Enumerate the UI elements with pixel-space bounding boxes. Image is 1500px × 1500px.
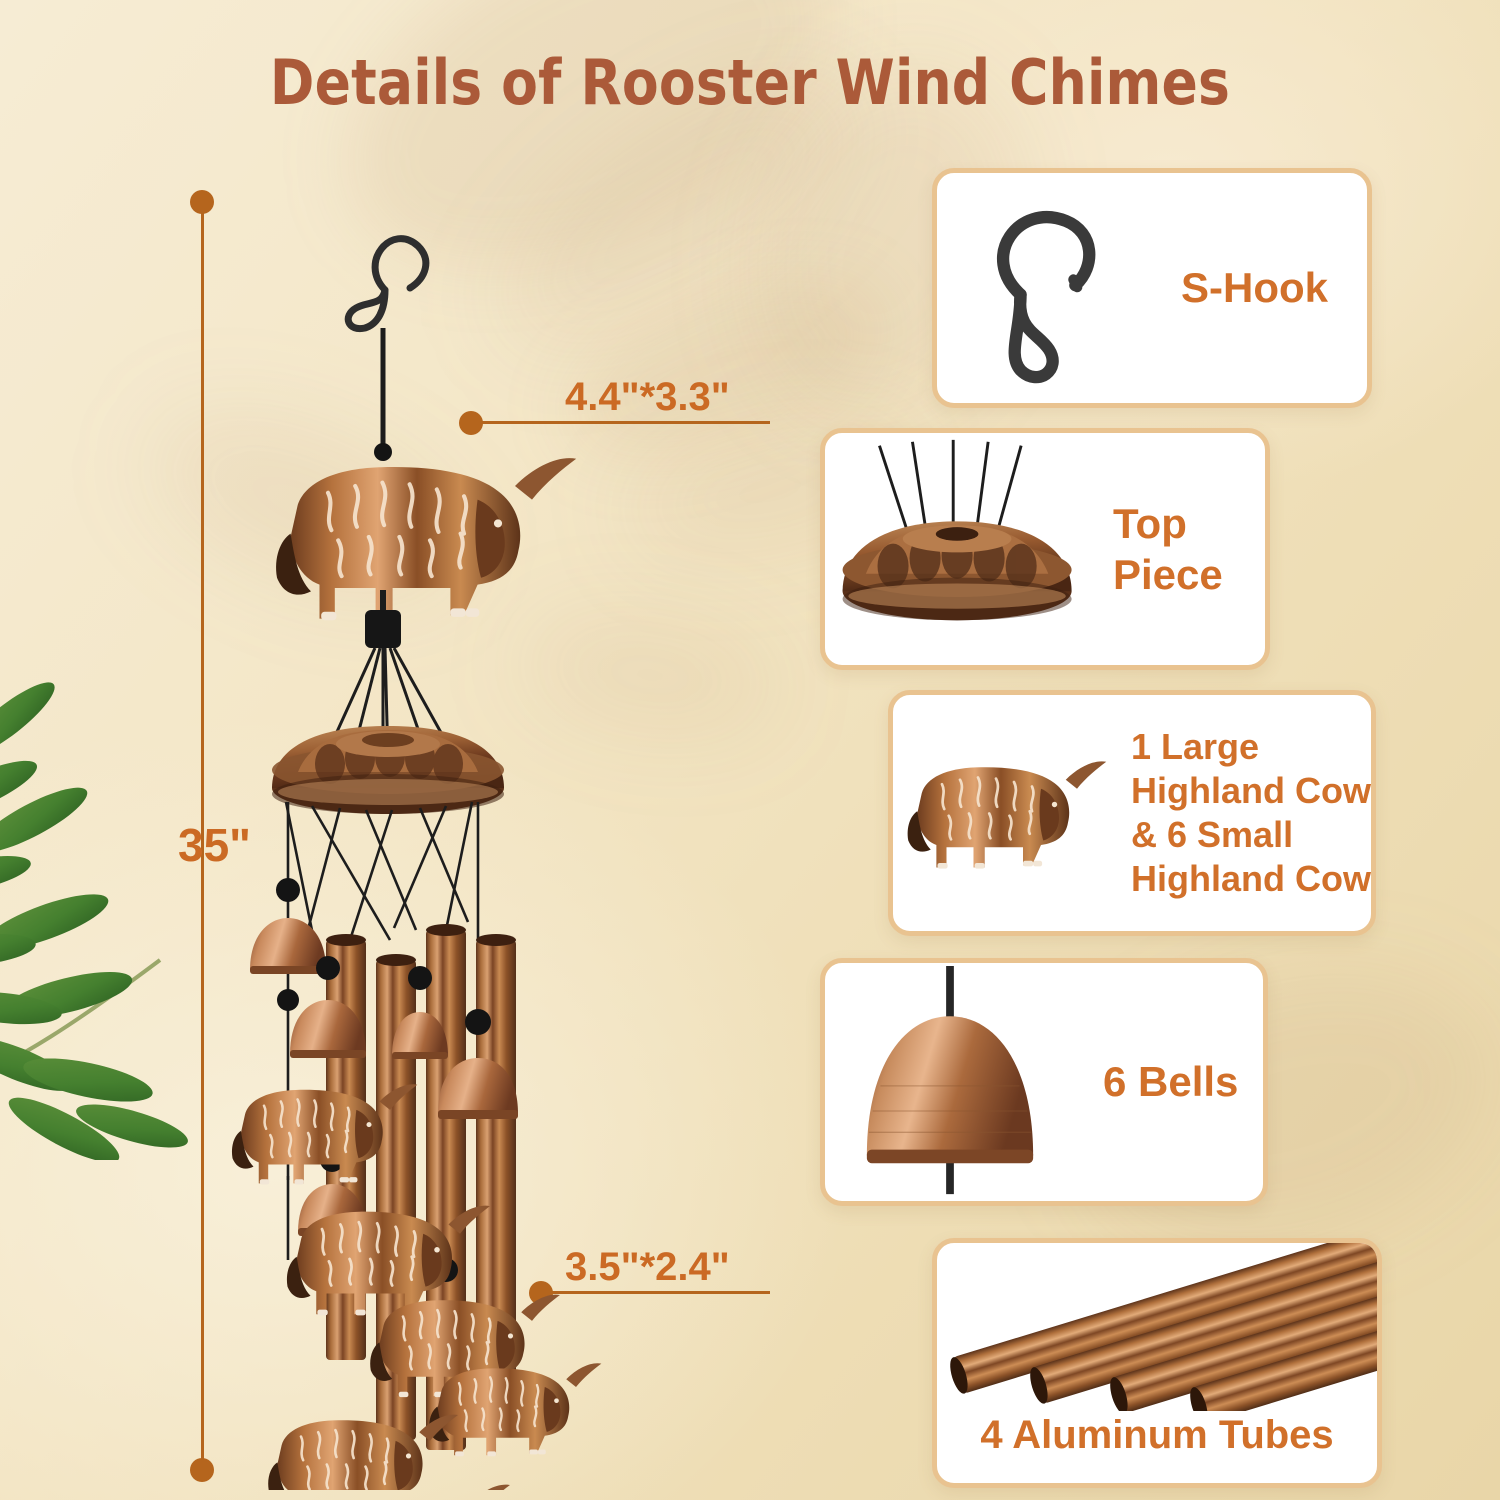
aluminum-tubes-photo bbox=[937, 1243, 1377, 1411]
product-hanger-block bbox=[365, 610, 401, 648]
callout-card-s-hook[interactable]: S-Hook bbox=[932, 168, 1372, 408]
dimension-dot-top bbox=[190, 190, 214, 214]
small-cow-4 bbox=[428, 1362, 603, 1458]
dimension-line-small-cow bbox=[540, 1291, 770, 1294]
callout-label-bells: 6 Bells bbox=[1103, 1058, 1239, 1106]
callout-card-highland-cow[interactable]: 1 Large Highland Cow & 6 Small Highland … bbox=[888, 690, 1376, 936]
dimension-dot-bottom bbox=[190, 1458, 214, 1482]
callout-label-aluminum-tubes: 4 Aluminum Tubes bbox=[980, 1413, 1334, 1457]
product-wind-chime-illustration bbox=[230, 235, 603, 1490]
callout-label-top-piece: Top Piece bbox=[1113, 499, 1223, 598]
callout-label-s-hook: S-Hook bbox=[1181, 264, 1328, 312]
product-large-highland-cow bbox=[276, 458, 576, 620]
callout-card-top-piece[interactable]: Top Piece bbox=[820, 428, 1270, 670]
page-title: Details of Rooster Wind Chimes bbox=[269, 46, 1231, 119]
s-hook-photo bbox=[937, 173, 1157, 403]
top-piece-photo bbox=[825, 433, 1095, 665]
product-bells bbox=[250, 878, 518, 1282]
dimension-dot-large-cow bbox=[459, 411, 483, 435]
dimension-label-large-cow: 4.4"*3.3" bbox=[565, 375, 730, 419]
highland-cow-photo bbox=[893, 695, 1125, 931]
dimension-line-large-cow bbox=[470, 421, 770, 424]
product-top-piece bbox=[272, 726, 504, 814]
bell-photo bbox=[825, 963, 1075, 1201]
dimension-label-total-height: 35" bbox=[178, 819, 251, 871]
dimension-label-small-cow: 3.5"*2.4" bbox=[565, 1245, 730, 1289]
callout-card-aluminum-tubes[interactable]: 4 Aluminum Tubes bbox=[932, 1238, 1382, 1488]
dimension-line-vertical bbox=[201, 200, 204, 1472]
callout-label-highland-cow: 1 Large Highland Cow & 6 Small Highland … bbox=[1131, 726, 1371, 899]
small-cow-5 bbox=[266, 1413, 460, 1490]
product-small-highland-cows bbox=[230, 1083, 603, 1490]
olive-branch-decoration bbox=[0, 682, 188, 1160]
callout-card-bells[interactable]: 6 Bells bbox=[820, 958, 1268, 1206]
product-s-hook bbox=[344, 235, 430, 333]
